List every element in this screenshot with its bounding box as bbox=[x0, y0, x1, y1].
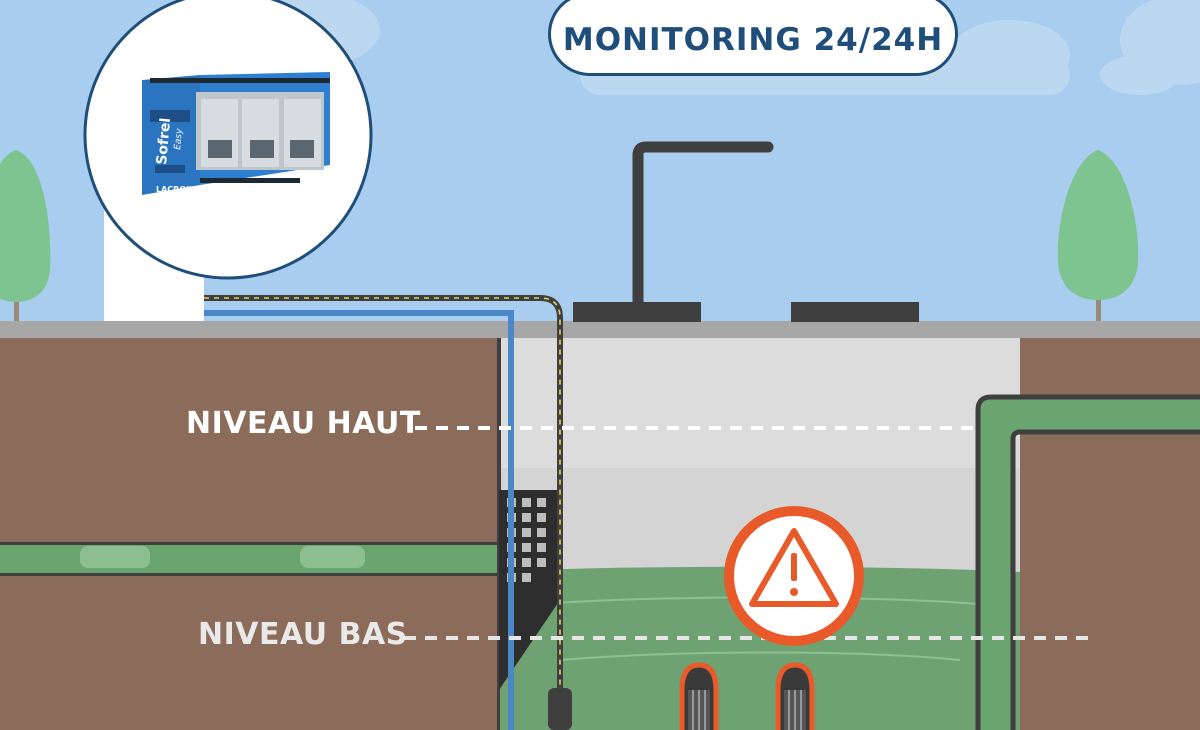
level-sensor bbox=[548, 688, 572, 730]
outlet-pipe bbox=[975, 394, 1200, 730]
device-brand: Sofrel bbox=[154, 117, 174, 165]
cloud-right bbox=[1100, 0, 1200, 95]
sofrel-device bbox=[142, 72, 330, 195]
blue-cable bbox=[204, 310, 514, 730]
vent-pipe bbox=[632, 141, 774, 314]
high-level-label: NIVEAU HAUT bbox=[186, 406, 421, 441]
pump-right bbox=[775, 662, 815, 730]
inlet-pipe bbox=[0, 542, 500, 576]
device-maker: LACROIX bbox=[156, 185, 196, 194]
manhole-cover-left bbox=[573, 302, 701, 322]
ground-surface bbox=[0, 321, 1200, 338]
pump-left bbox=[679, 662, 719, 730]
tree-left bbox=[0, 150, 51, 325]
float-switch-cable bbox=[204, 295, 563, 690]
low-level-label: NIVEAU BAS bbox=[198, 617, 408, 652]
device-model: Easy bbox=[173, 128, 185, 151]
monitoring-badge: MONITORING 24/24H bbox=[548, 0, 958, 76]
device-zoom-circle: Sofrel Easy LACROIX bbox=[83, 0, 373, 280]
page-title: MONITORING 24/24H bbox=[562, 22, 944, 58]
warning-icon bbox=[724, 506, 864, 646]
soil-left bbox=[0, 338, 500, 730]
manhole-cover-right bbox=[791, 302, 919, 322]
tree-right bbox=[1057, 150, 1139, 325]
